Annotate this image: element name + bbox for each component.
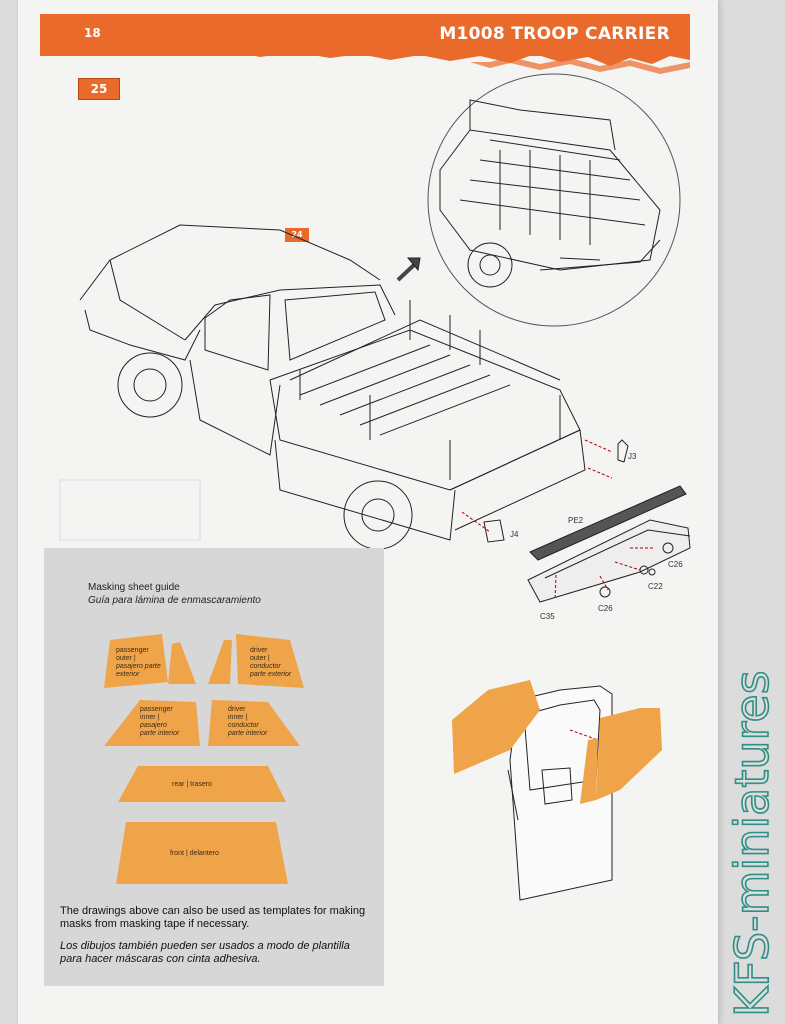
part-label-c26-right: C26 — [668, 560, 683, 569]
label-rear-window: rear | trasero — [172, 781, 212, 788]
part-label-pe2: PE2 — [568, 516, 584, 525]
masking-guide-subtitle: Guía para lámina de enmascaramiento — [88, 595, 261, 606]
watermark-text: KFS-miniatures — [725, 672, 779, 1017]
part-label-c35: C35 — [540, 612, 555, 621]
header-torn-edge — [40, 48, 690, 74]
label-passenger-inner: passenger inner | pasajero parte interio… — [140, 706, 180, 737]
mask-passenger-outer — [104, 634, 168, 688]
part-label-j4: J4 — [510, 530, 519, 539]
door-mask-vent — [580, 738, 598, 804]
reference-step-badge: 24 — [285, 228, 309, 242]
label-front-window: front | delantero — [170, 850, 219, 857]
step-number-badge: 25 — [78, 78, 120, 100]
label-passenger-outer: passenger outer | pasajero parte exterio… — [116, 647, 161, 678]
part-label-j3: J3 — [628, 452, 637, 461]
mask-rear-window — [118, 766, 286, 802]
door-mask-inner — [596, 708, 662, 800]
part-label-c22: C22 — [648, 582, 663, 591]
page-number: 18 — [84, 26, 101, 40]
mask-driver-outer — [236, 634, 304, 688]
template-note-spanish: Los dibujos también pueden ser usados a … — [60, 940, 350, 965]
page-title: M1008 TROOP CARRIER — [439, 24, 670, 44]
detail-circle — [427, 73, 681, 327]
part-label-c26-bottom: C26 — [598, 604, 613, 613]
mask-driver-inner — [208, 700, 300, 746]
masking-guide-title: Masking sheet guide — [88, 582, 180, 593]
mask-front-window — [116, 822, 288, 884]
mask-passenger-inner — [104, 700, 200, 746]
mask-passenger-outer-vent — [168, 642, 196, 684]
label-driver-outer: driver outer | conductor parte exterior — [250, 647, 292, 678]
watermark-logo: KFS-miniatures — [724, 672, 780, 1018]
label-driver-inner: driver inner | conductor parte interior — [228, 706, 268, 737]
template-note-english: The drawings above can also be used as t… — [60, 905, 366, 930]
door-mask-outer — [452, 680, 540, 774]
mask-driver-outer-vent — [208, 640, 232, 684]
